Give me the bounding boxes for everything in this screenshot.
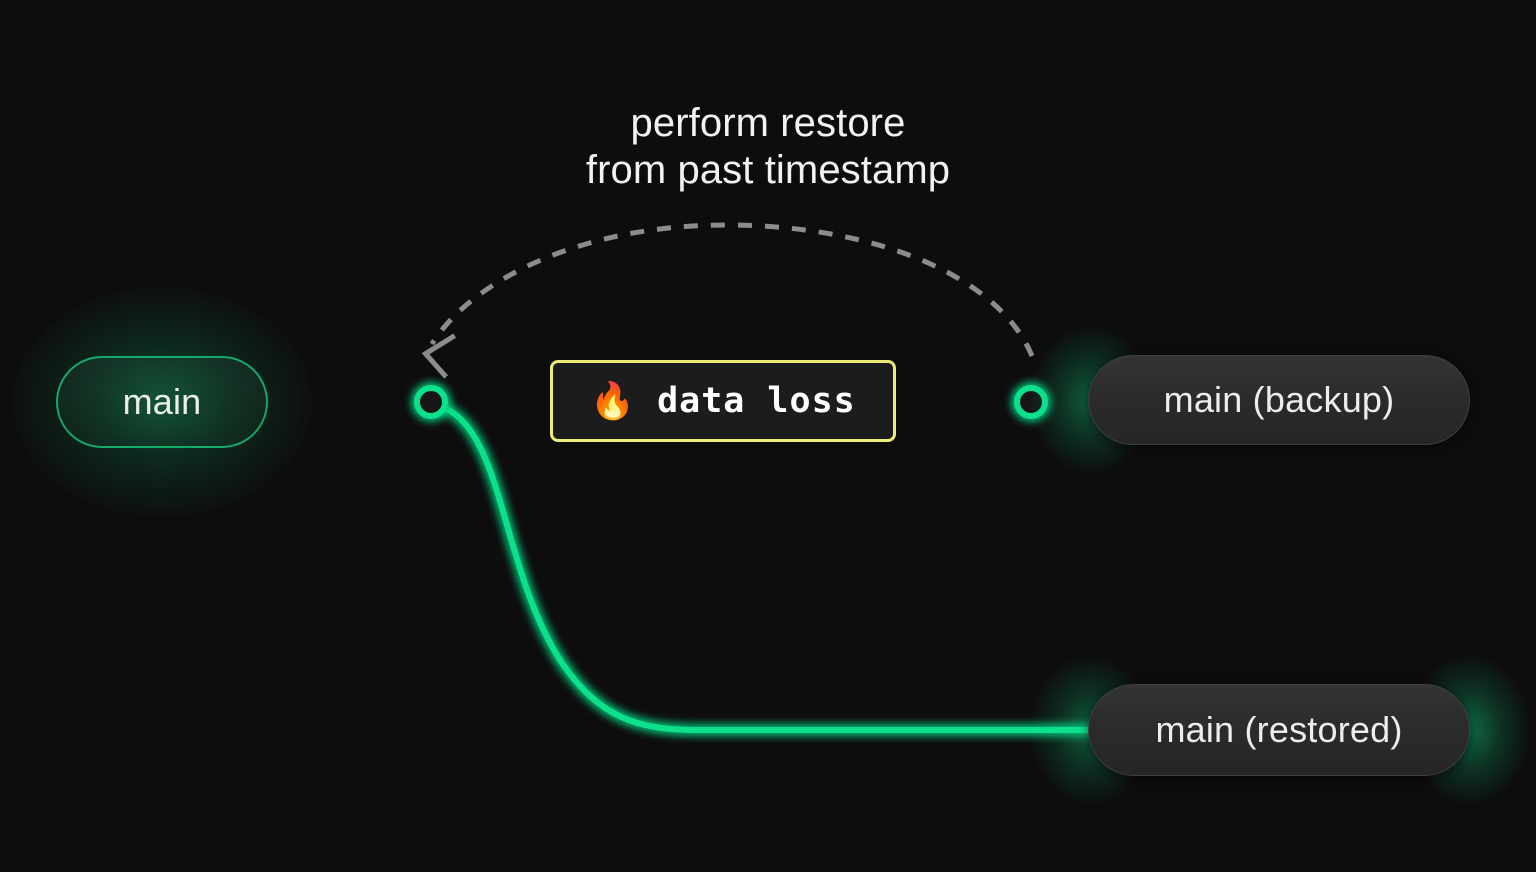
node-main-label: main — [122, 381, 202, 422]
node-main-backup[interactable]: main (backup) — [1088, 355, 1470, 445]
node-main[interactable]: main — [12, 287, 312, 517]
backup-commit-node — [1014, 385, 1048, 419]
branch-commit-node — [414, 385, 448, 419]
data-loss-event-box[interactable]: 🔥 data loss — [550, 360, 896, 442]
edge-branch-to-main-restored — [430, 401, 1103, 733]
restore-caption: perform restore from past timestamp — [585, 101, 951, 193]
node-main-restored[interactable]: main (restored) — [1088, 684, 1470, 776]
node-main-restored-label: main (restored) — [1155, 709, 1403, 750]
restore-arrowhead-icon — [421, 333, 457, 379]
data-loss-label: data loss — [657, 381, 856, 421]
fire-emoji: 🔥 — [590, 380, 636, 421]
restore-dashed-arc — [429, 222, 1035, 357]
node-main-backup-label: main (backup) — [1163, 379, 1395, 420]
